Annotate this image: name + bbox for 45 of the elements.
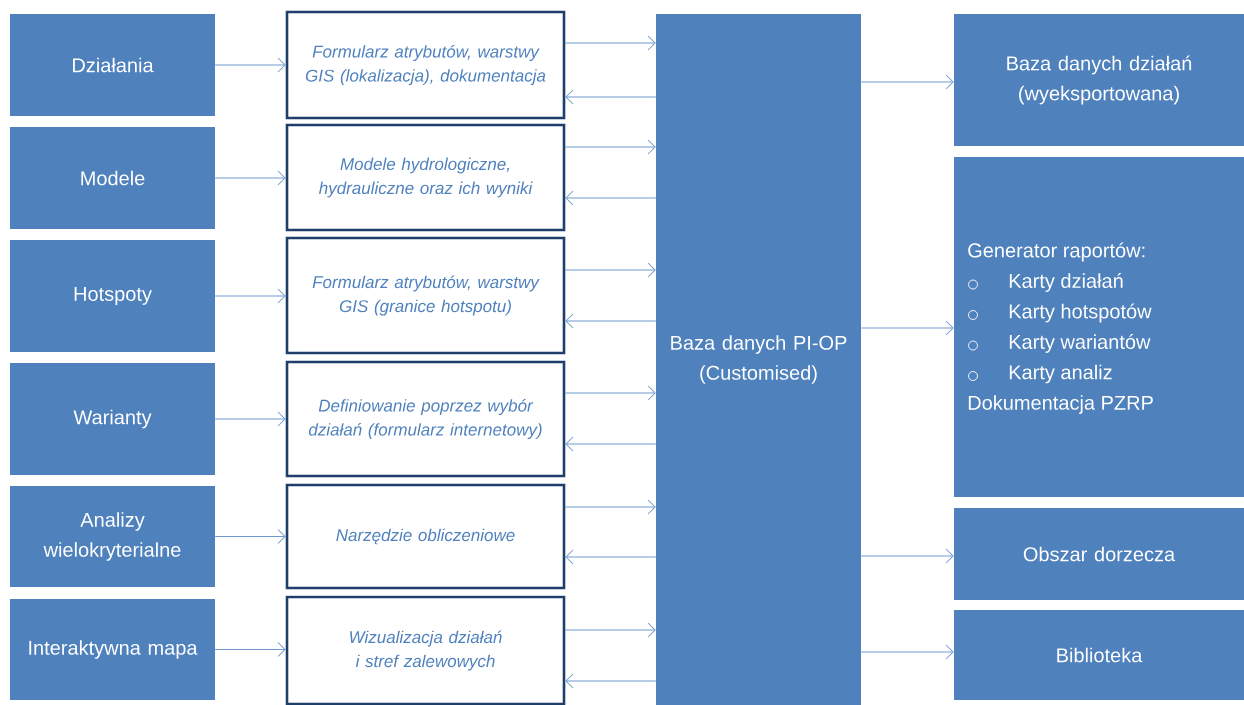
category-box: Warianty — [10, 363, 215, 475]
arrow — [860, 320, 954, 336]
input-box: Narzędzie obliczeniowe — [285, 483, 566, 590]
arrow — [565, 673, 657, 689]
input-box: Formularz atrybutów, warstwy GIS (granice hotspotu) — [285, 236, 566, 355]
list-item: Karty hotspotów — [1009, 303, 1152, 323]
arrow — [214, 411, 286, 427]
output-box: Baza danych działań (wyeksportowana) — [954, 14, 1244, 146]
output-box: Biblioteka — [954, 610, 1244, 700]
input-box: Definiowanie poprzez wybór działań (formularz internetowy) — [285, 360, 566, 478]
arrow — [214, 288, 286, 304]
arrow — [564, 35, 656, 51]
arrow — [565, 89, 657, 105]
arrow — [564, 139, 656, 155]
list-item: Karty działań — [1009, 273, 1123, 292]
list-item: Karty analiz — [1009, 364, 1112, 384]
output-box — [954, 157, 1244, 497]
category-box: Interaktywna mapa — [10, 599, 215, 700]
arrow — [564, 622, 656, 638]
category-box: Modele — [10, 127, 215, 229]
category-box: Działania — [10, 14, 215, 116]
arrow — [565, 313, 657, 329]
arrow — [860, 644, 954, 660]
list-item: Generator raportów: — [968, 242, 1145, 262]
arrow — [564, 499, 656, 515]
database-box: Baza danych PI-OP (Customised) — [656, 14, 861, 705]
arrow — [565, 549, 657, 565]
arrow — [565, 190, 657, 206]
output-box: Obszar dorzecza — [954, 508, 1244, 600]
input-box: Wizualizacja działań i stref zalewowych — [285, 595, 566, 705]
arrow — [564, 385, 656, 401]
arrow — [860, 548, 954, 564]
arrow — [860, 74, 954, 90]
arrow — [564, 262, 656, 278]
arrow — [214, 642, 286, 657]
arrow — [214, 529, 286, 544]
input-box: Modele hydrologiczne, hydrauliczne oraz ich wyniki — [285, 123, 566, 232]
list-item: Karty wariantów — [1009, 334, 1151, 353]
list-item: Dokumentacja PZRP — [968, 395, 1153, 414]
category-box: Hotspoty — [10, 240, 215, 352]
arrow — [214, 170, 286, 186]
arrow — [565, 436, 657, 452]
category-box: Analizy wielokryterialne — [10, 486, 215, 587]
input-box: Formularz atrybutów, warstwy GIS (lokalizacja), dokumentacja — [285, 10, 566, 120]
arrow — [214, 57, 286, 73]
